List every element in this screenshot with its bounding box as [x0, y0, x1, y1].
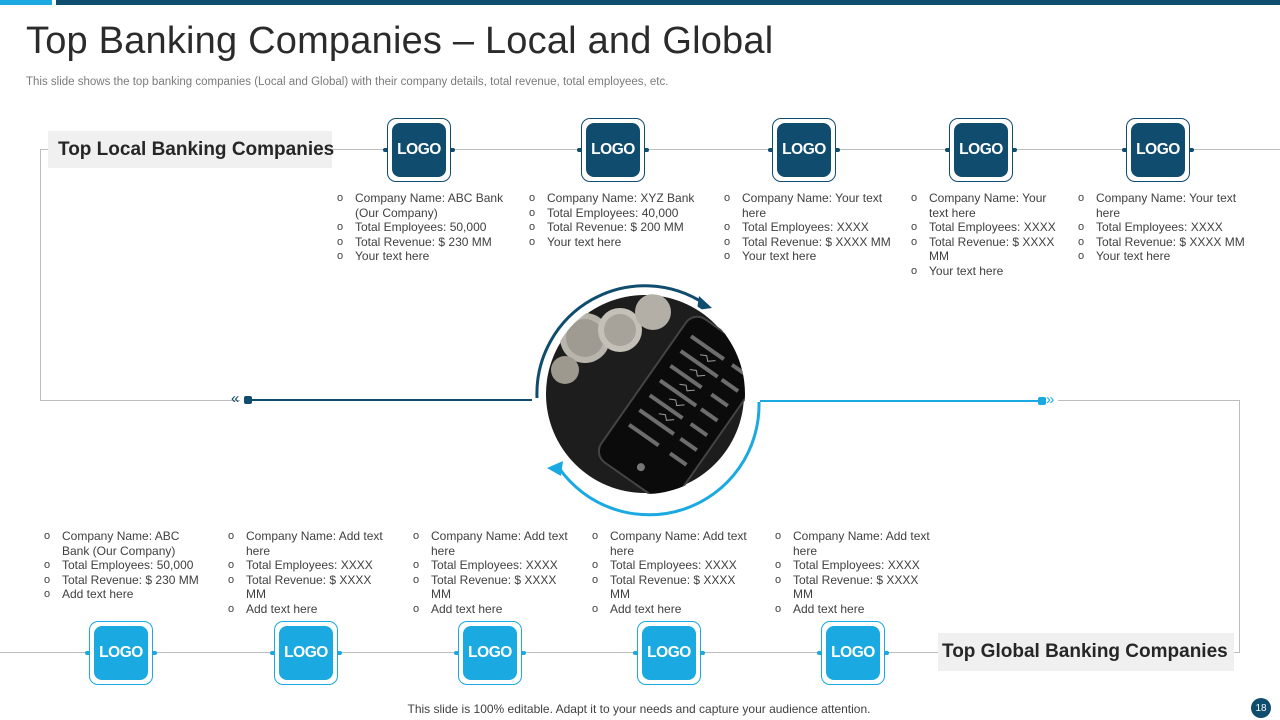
local-timeline-line	[40, 149, 1280, 150]
global-company-logo: LOGO	[85, 621, 157, 685]
total-employees: Total Employees: XXXX	[1078, 220, 1246, 235]
global-company-logo: LOGO	[270, 621, 342, 685]
total-revenue: Total Revenue: $ XXXX MM	[724, 235, 892, 250]
local-company-details: Company Name: ABC Bank (Our Company) Tot…	[337, 191, 507, 264]
total-employees: Total Employees: 40,000	[529, 206, 704, 221]
company-name: Company Name: Your text here	[1078, 191, 1246, 220]
local-company-details: Company Name: Your text here Total Emplo…	[911, 191, 1059, 278]
local-left-vertical-line	[40, 149, 41, 400]
slide-footer-note: This slide is 100% editable. Adapt it to…	[407, 702, 871, 716]
total-revenue: Total Revenue: $ XXXX MM	[228, 573, 386, 602]
global-company-details: Company Name: Add text here Total Employ…	[775, 529, 933, 616]
logo-placeholder: LOGO	[954, 123, 1008, 177]
total-revenue: Total Revenue: $ XXXX MM	[775, 573, 933, 602]
global-top-line	[1058, 400, 1240, 401]
extra-text: Your text here	[1078, 249, 1246, 264]
extra-text: Add text here	[413, 602, 571, 617]
total-revenue: Total Revenue: $ XXXX MM	[911, 235, 1059, 264]
total-revenue: Total Revenue: $ 230 MM	[44, 573, 204, 588]
total-employees: Total Employees: 50,000	[44, 558, 204, 573]
company-name: Company Name: Your text here	[724, 191, 892, 220]
extra-text: Your text here	[911, 264, 1059, 279]
cycle-arc-light	[557, 401, 761, 517]
total-employees: Total Employees: XXXX	[592, 558, 750, 573]
total-employees: Total Employees: XXXX	[911, 220, 1059, 235]
local-company-logo: LOGO	[945, 118, 1017, 182]
global-connector-line	[760, 400, 1042, 402]
logo-placeholder: LOGO	[642, 626, 696, 680]
total-revenue: Total Revenue: $ XXXX MM	[592, 573, 750, 602]
company-name: Company Name: Add text here	[775, 529, 933, 558]
logo-placeholder: LOGO	[392, 123, 446, 177]
logo-placeholder: LOGO	[1131, 123, 1185, 177]
slide-subtitle: This slide shows the top banking compani…	[26, 76, 669, 88]
global-company-logo: LOGO	[633, 621, 705, 685]
logo-placeholder: LOGO	[826, 626, 880, 680]
total-revenue: Total Revenue: $ XXXX MM	[1078, 235, 1246, 250]
logo-placeholder: LOGO	[586, 123, 640, 177]
global-right-vertical-line	[1239, 400, 1240, 652]
global-company-details: Company Name: Add text here Total Employ…	[228, 529, 386, 616]
total-employees: Total Employees: 50,000	[337, 220, 507, 235]
local-connector-line	[252, 399, 532, 401]
right-double-chevron-icon: »	[1046, 391, 1055, 408]
global-section-label: Top Global Banking Companies	[938, 633, 1234, 671]
local-company-logo: LOGO	[577, 118, 649, 182]
logo-placeholder: LOGO	[279, 626, 333, 680]
page-number-badge: 18	[1251, 698, 1271, 718]
total-revenue: Total Revenue: $ 200 MM	[529, 220, 704, 235]
top-accent-bar-dark	[56, 0, 1280, 5]
top-accent-bar-light	[0, 0, 52, 5]
local-section-label: Top Local Banking Companies	[48, 131, 334, 168]
extra-text: Your text here	[337, 249, 507, 264]
slide-title: Top Banking Companies – Local and Global	[26, 20, 774, 62]
local-company-details: Company Name: XYZ Bank Total Employees: …	[529, 191, 704, 249]
cycle-arrowhead-light-icon	[547, 461, 563, 476]
global-company-logo: LOGO	[454, 621, 526, 685]
total-revenue: Total Revenue: $ 230 MM	[337, 235, 507, 250]
extra-text: Your text here	[529, 235, 704, 250]
cycle-arrowhead-dark-icon	[697, 296, 712, 310]
total-employees: Total Employees: XXXX	[775, 558, 933, 573]
logo-placeholder: LOGO	[463, 626, 517, 680]
local-bottom-line	[40, 400, 240, 401]
company-name: Company Name: XYZ Bank	[529, 191, 704, 206]
total-employees: Total Employees: XXXX	[724, 220, 892, 235]
total-employees: Total Employees: XXXX	[413, 558, 571, 573]
extra-text: Add text here	[228, 602, 386, 617]
company-name: Company Name: Your text here	[911, 191, 1059, 220]
company-name: Company Name: Add text here	[413, 529, 571, 558]
company-name: Company Name: Add text here	[592, 529, 750, 558]
global-timeline-line	[0, 652, 1240, 653]
extra-text: Add text here	[44, 587, 204, 602]
local-connector-dot	[244, 396, 252, 404]
local-company-details: Company Name: Your text here Total Emplo…	[724, 191, 892, 264]
total-employees: Total Employees: XXXX	[228, 558, 386, 573]
logo-placeholder: LOGO	[777, 123, 831, 177]
local-company-logo: LOGO	[383, 118, 455, 182]
global-company-details: Company Name: ABC Bank (Our Company) Tot…	[44, 529, 204, 602]
local-company-logo: LOGO	[768, 118, 840, 182]
local-company-logo: LOGO	[1122, 118, 1194, 182]
smartphone-with-coins-image	[535, 284, 761, 517]
left-double-chevron-icon: «	[231, 390, 240, 407]
logo-placeholder: LOGO	[94, 626, 148, 680]
extra-text: Your text here	[724, 249, 892, 264]
company-name: Company Name: ABC Bank (Our Company)	[337, 191, 507, 220]
cycle-arc-dark	[535, 284, 706, 399]
extra-text: Add text here	[592, 602, 750, 617]
global-company-details: Company Name: Add text here Total Employ…	[592, 529, 750, 616]
global-connector-dot	[1038, 397, 1046, 405]
extra-text: Add text here	[775, 602, 933, 617]
total-revenue: Total Revenue: $ XXXX MM	[413, 573, 571, 602]
global-company-details: Company Name: Add text here Total Employ…	[413, 529, 571, 616]
global-company-logo: LOGO	[817, 621, 889, 685]
company-name: Company Name: ABC Bank (Our Company)	[44, 529, 204, 558]
local-company-details: Company Name: Your text here Total Emplo…	[1078, 191, 1246, 264]
company-name: Company Name: Add text here	[228, 529, 386, 558]
